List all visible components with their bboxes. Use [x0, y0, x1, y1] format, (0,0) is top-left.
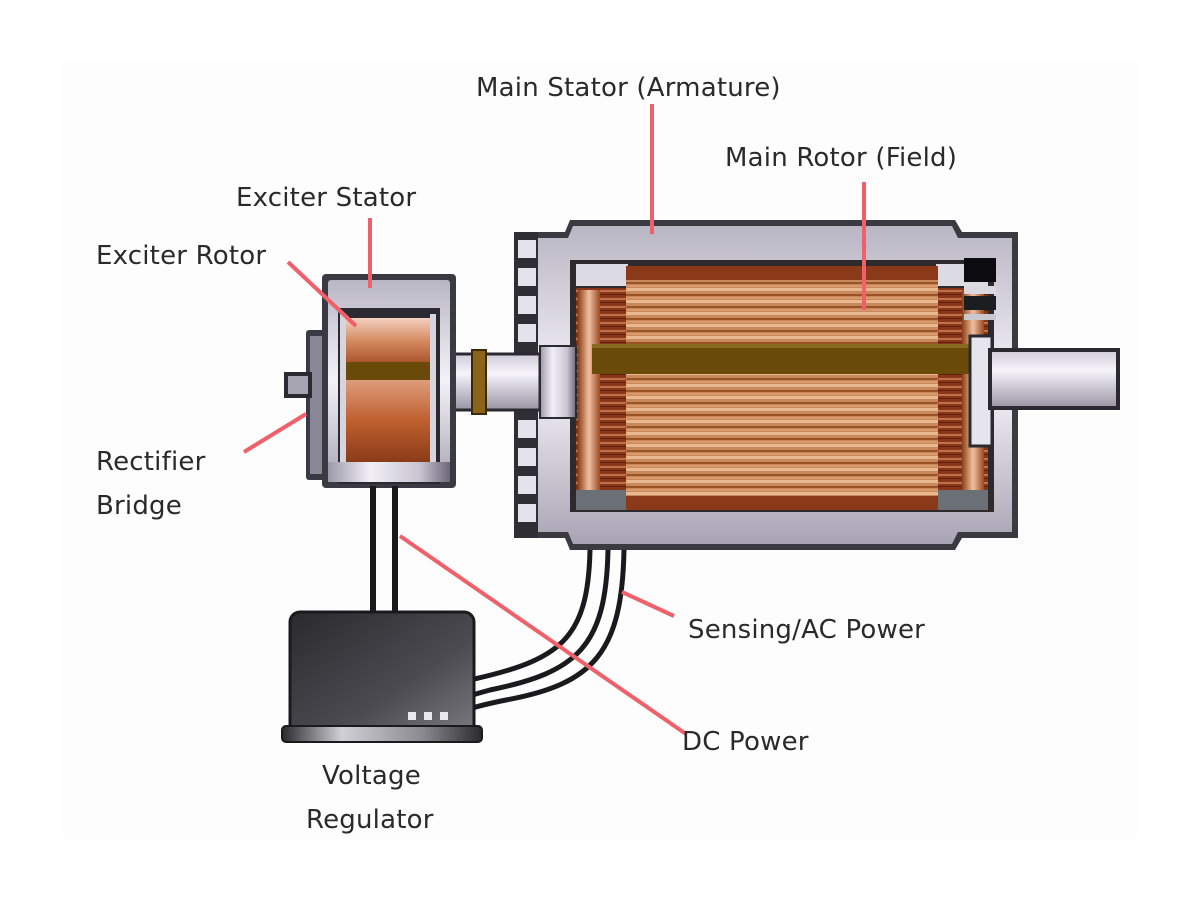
cooling-fin [518, 476, 536, 494]
cooling-fin [518, 504, 536, 522]
dc-power-wires [370, 486, 398, 616]
cooling-fin [518, 448, 536, 466]
cooling-fins [518, 240, 536, 522]
cooling-fin [518, 240, 536, 258]
leader-rectifier-bridge [242, 412, 308, 454]
label-main-stator: Main Stator (Armature) [476, 73, 781, 103]
label-rectifier-line2: Bridge [96, 491, 182, 521]
main-rotor [576, 264, 988, 510]
label-voltage-line1: Voltage [322, 761, 421, 791]
cooling-fin [518, 420, 536, 438]
leader-lines [242, 104, 866, 736]
leader-exciter-rotor [286, 260, 358, 328]
leader-dc-power [398, 534, 688, 736]
exciter-assembly [284, 274, 456, 488]
cooling-fin [518, 296, 536, 314]
label-exciter-rotor: Exciter Rotor [96, 241, 267, 271]
label-main-rotor: Main Rotor (Field) [725, 143, 958, 173]
label-rectifier-line1: Rectifier [96, 447, 206, 477]
label-exciter-stator: Exciter Stator [236, 183, 417, 213]
label-dc-power: DC Power [682, 727, 809, 757]
main-shaft [438, 345, 1120, 419]
right-bearing [964, 258, 996, 448]
label-sensing-ac-power: Sensing/AC Power [688, 615, 926, 645]
leader-sensing-ac [621, 590, 675, 618]
voltage-regulator [281, 610, 483, 743]
cooling-fin [518, 324, 536, 342]
label-voltage-line2: Regulator [306, 805, 434, 835]
cooling-fin [518, 268, 536, 286]
